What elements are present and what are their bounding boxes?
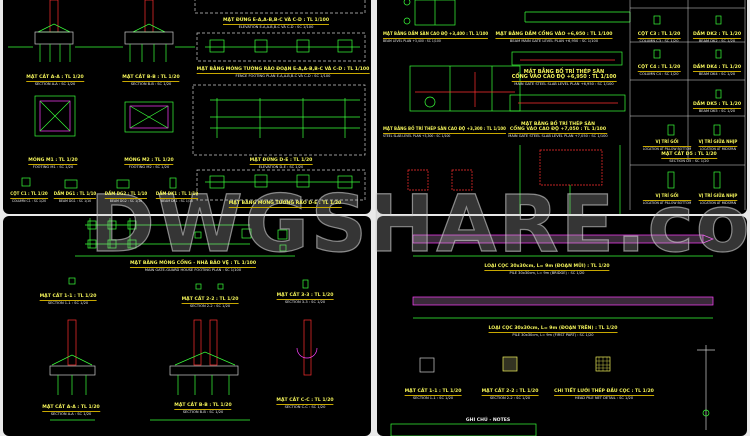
pile-drawings bbox=[390, 234, 715, 436]
title-pile-top: LOẠI CỌC 30x30cm, L= 9m (ĐOẠN TRÊN) : TL… bbox=[488, 326, 618, 338]
gate-footing-drawings bbox=[49, 218, 318, 421]
fence-drawings bbox=[8, 0, 366, 201]
title-pile-tip: LOẠI CỌC 30x30cm, L= 9m (ĐOẠN MŨI) : TL … bbox=[484, 264, 610, 276]
title-fence-de: MẶT BẰNG MÓNG TƯỜNG RÀO D-E : TL 1/20 bbox=[228, 201, 342, 208]
title-notes: GHI CHÚ - NOTES bbox=[465, 418, 511, 423]
title-steel-plan-3300: MẶT BẰNG BỐ TRÍ THÉP SÀN CAO ĐỘ +3,300 :… bbox=[383, 127, 506, 139]
sheet-slab-beam: MẶT BẰNG DẦM SÀN CAO ĐỘ +3,400 : TL 1/10… bbox=[377, 0, 747, 214]
sheet-gate-footing: MẶT BẰNG MÓNG CỔNG - NHÀ BẢO VỆ : TL 1/1… bbox=[3, 216, 371, 436]
title-gate-footing-plan: MẶT BẰNG MÓNG CỔNG - NHÀ BẢO VỆ : TL 1/1… bbox=[129, 261, 257, 273]
title-fence-footing-plan: MẶT BẰNG MÓNG TƯỜNG RÀO ĐOẠN E-A,A-B,B-C… bbox=[196, 67, 370, 79]
title-beam-plan-3400: MẶT BẰNG DẦM SÀN CAO ĐỘ +3,400 : TL 1/10… bbox=[383, 32, 489, 44]
sheet-pile-details: LOẠI CỌC 30x30cm, L= 9m (ĐOẠN MŨI) : TL … bbox=[377, 216, 747, 436]
slab-drawings bbox=[403, 0, 746, 214]
